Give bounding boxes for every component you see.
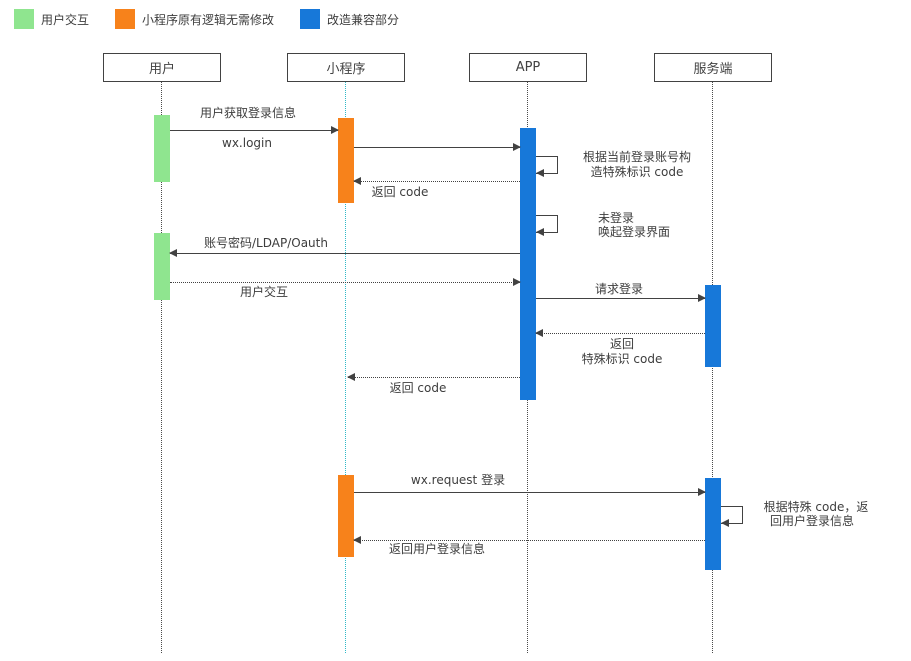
- actor-box-miniprogram: 小程序: [287, 53, 405, 82]
- label-wx-request-login: wx.request 登录: [410, 473, 506, 487]
- label-server-special-code-line2: 回用户登录信息: [769, 514, 855, 528]
- label-user-get-login-info: 用户获取登录信息: [199, 106, 297, 120]
- label-not-logged-in-line2: 唤起登录界面: [598, 225, 671, 239]
- legend-swatch-blue-icon: [300, 9, 321, 29]
- self-message-build-special-code: [536, 156, 558, 177]
- label-return-user-login-info: 返回用户登录信息: [388, 542, 486, 556]
- label-return-code-2: 返回 code: [389, 381, 447, 395]
- activation-bar-app: [520, 128, 536, 400]
- actor-box-app: APP: [469, 53, 587, 82]
- actor-label-miniprogram: 小程序: [326, 62, 366, 77]
- legend-item-user-interaction: 用户交互: [14, 9, 89, 29]
- arrow-return-user-login-info: [353, 536, 705, 544]
- arrow-user-get-login-info: [170, 126, 339, 134]
- self-message-server-build-login-info: [721, 506, 743, 527]
- arrow-return-special-code: [535, 329, 705, 337]
- arrow-return-code-2: [347, 373, 520, 381]
- arrow-request-login: [536, 294, 706, 302]
- label-return-word: 返回: [609, 337, 635, 351]
- label-server-special-code-line1: 根据特殊 code，返: [763, 500, 869, 514]
- legend-item-miniprogram-logic: 小程序原有逻辑无需修改: [115, 9, 274, 29]
- activation-bar-user-1: [154, 115, 170, 182]
- label-wx-login: wx.login: [222, 136, 272, 150]
- label-request-login: 请求登录: [594, 282, 644, 296]
- activation-bar-miniprogram-1: [338, 118, 354, 203]
- legend-label-miniprogram-logic: 小程序原有逻辑无需修改: [142, 12, 275, 27]
- label-special-code: 特殊标识 code: [581, 352, 663, 366]
- arrow-miniprogram-to-app: [354, 143, 521, 151]
- actor-box-user: 用户: [103, 53, 221, 82]
- lifeline-server: [712, 82, 713, 653]
- legend-label-user-interaction: 用户交互: [41, 12, 90, 27]
- activation-bar-server-1: [705, 285, 721, 367]
- lifeline-miniprogram: [345, 82, 346, 653]
- legend-swatch-orange-icon: [115, 9, 136, 29]
- activation-bar-server-2: [705, 478, 721, 570]
- arrow-wx-request-login: [354, 488, 706, 496]
- label-user-interaction: 用户交互: [239, 285, 289, 299]
- actor-box-server: 服务端: [654, 53, 772, 82]
- label-build-special-code-line1: 根据当前登录账号构: [582, 150, 692, 164]
- label-not-logged-in-line1: 未登录: [598, 211, 635, 225]
- actor-label-app: APP: [515, 60, 541, 75]
- lifeline-user: [161, 82, 162, 653]
- arrow-user-interaction: [170, 278, 521, 286]
- label-return-code-1: 返回 code: [371, 185, 429, 199]
- legend: 用户交互 小程序原有逻辑无需修改 改造兼容部分: [14, 9, 425, 29]
- legend-label-modified: 改造兼容部分: [327, 12, 400, 27]
- legend-item-modified: 改造兼容部分: [300, 9, 399, 29]
- arrow-return-code-1: [353, 177, 520, 185]
- actor-label-server: 服务端: [693, 62, 733, 77]
- arrow-account-password: [169, 249, 520, 257]
- activation-bar-miniprogram-2: [338, 475, 354, 557]
- self-message-not-logged-in: [536, 215, 558, 236]
- label-build-special-code-line2: 造特殊标识 code: [590, 165, 684, 179]
- activation-bar-user-2: [154, 233, 170, 300]
- legend-swatch-green-icon: [14, 9, 34, 29]
- label-account-password: 账号密码/LDAP/Oauth: [204, 236, 328, 250]
- actor-label-user: 用户: [148, 62, 175, 77]
